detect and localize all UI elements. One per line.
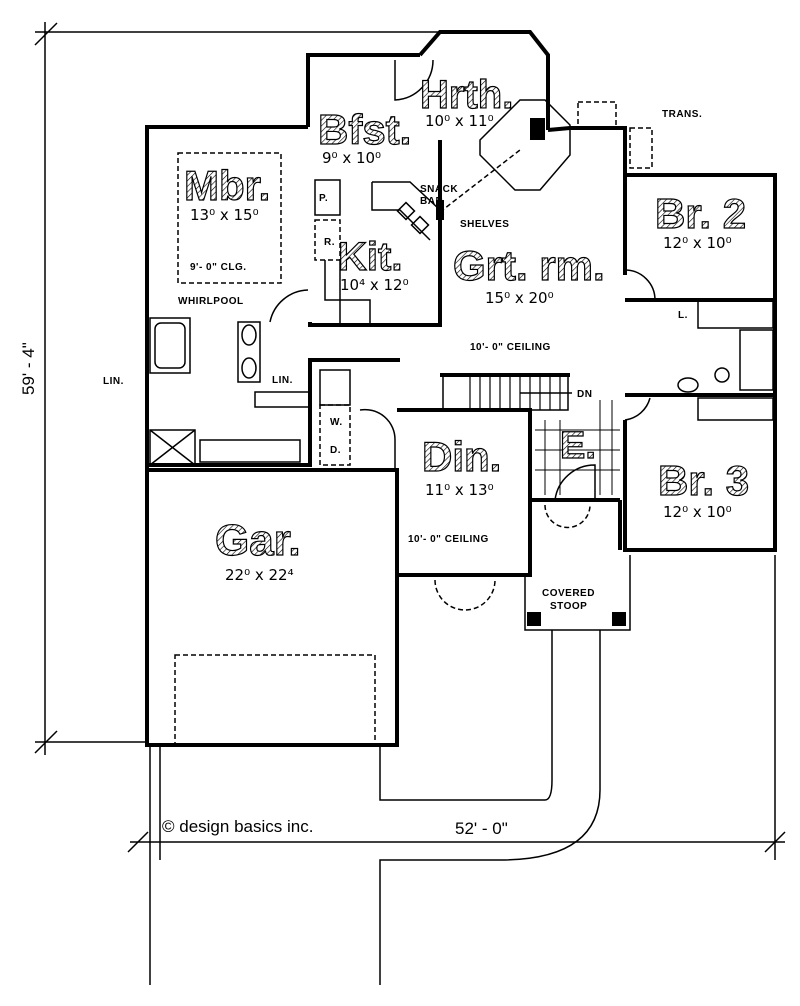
room-master-bedroom: Mbr. 13⁰ x 15⁰ 9'- 0" CLG. bbox=[183, 161, 271, 273]
room-bedroom-2: Br. 2 12⁰ x 10⁰ bbox=[654, 189, 746, 252]
driveway bbox=[379, 630, 601, 985]
washer-label: W. bbox=[330, 417, 343, 428]
width-dimension: 52' - 0" bbox=[455, 819, 508, 838]
svg-text:12⁰ x 10⁰: 12⁰ x 10⁰ bbox=[663, 234, 732, 252]
linen-label: LIN. bbox=[103, 376, 124, 387]
snack-bar-label-2: BAR bbox=[420, 196, 443, 207]
svg-text:Din.: Din. bbox=[422, 433, 501, 480]
shelves-label: SHELVES bbox=[460, 219, 509, 230]
snack-bar-label: SNACK bbox=[420, 184, 458, 195]
svg-text:9'- 0" CLG.: 9'- 0" CLG. bbox=[190, 262, 247, 273]
room-great-room: Grt. rm. 15⁰ x 20⁰ 10'- 0" CEILING bbox=[452, 241, 605, 353]
room-kitchen: Kit. 10⁴ x 12⁰ bbox=[337, 234, 409, 294]
svg-text:Gar.: Gar. bbox=[215, 516, 301, 565]
room-entry: E. bbox=[559, 424, 596, 467]
whirlpool-label: WHIRLPOOL bbox=[178, 296, 244, 307]
trans-label: TRANS. bbox=[662, 109, 702, 120]
room-bedroom-3: Br. 3 12⁰ x 10⁰ bbox=[657, 456, 749, 521]
stairs-down-label: DN bbox=[577, 389, 592, 400]
svg-text:Hrth.: Hrth. bbox=[420, 73, 513, 117]
svg-text:9⁰ x 10⁰: 9⁰ x 10⁰ bbox=[322, 149, 381, 167]
room-garage: Gar. 22⁰ x 22⁴ bbox=[214, 515, 301, 584]
copyright: © design basics inc. bbox=[162, 817, 313, 836]
svg-text:Bfst.: Bfst. bbox=[318, 106, 411, 153]
svg-text:10⁴ x 12⁰: 10⁴ x 12⁰ bbox=[340, 276, 409, 294]
svg-text:Grt. rm.: Grt. rm. bbox=[453, 242, 605, 289]
room-breakfast: Bfst. 9⁰ x 10⁰ bbox=[317, 105, 412, 167]
svg-text:10⁰ x 11⁰: 10⁰ x 11⁰ bbox=[425, 112, 494, 130]
fixtures bbox=[149, 59, 774, 746]
svg-text:13⁰ x 15⁰: 13⁰ x 15⁰ bbox=[190, 206, 259, 224]
svg-text:Kit.: Kit. bbox=[338, 235, 402, 279]
dryer-label: D. bbox=[330, 445, 341, 456]
room-dining: Din. 11⁰ x 13⁰ 10'- 0" CEILING bbox=[408, 432, 502, 545]
dimension-lines bbox=[34, 22, 786, 985]
svg-text:Mbr.: Mbr. bbox=[184, 162, 270, 209]
walls bbox=[145, 30, 777, 747]
svg-text:10'- 0" CEILING: 10'- 0" CEILING bbox=[470, 342, 551, 353]
svg-text:11⁰ x 13⁰: 11⁰ x 13⁰ bbox=[425, 481, 494, 499]
linen-label-2: LIN. bbox=[272, 375, 293, 386]
svg-text:22⁰ x 22⁴: 22⁰ x 22⁴ bbox=[225, 566, 294, 584]
svg-text:Br. 2: Br. 2 bbox=[655, 190, 746, 237]
refrigerator-label: R. bbox=[324, 237, 335, 248]
svg-text:E.: E. bbox=[560, 425, 596, 467]
svg-text:15⁰ x 20⁰: 15⁰ x 20⁰ bbox=[485, 289, 554, 307]
covered-stoop-label-2: STOOP bbox=[550, 601, 587, 612]
svg-text:10'- 0" CEILING: 10'- 0" CEILING bbox=[408, 534, 489, 545]
svg-text:12⁰ x 10⁰: 12⁰ x 10⁰ bbox=[663, 503, 732, 521]
room-hearth: Hrth. 10⁰ x 11⁰ bbox=[419, 72, 514, 130]
covered-stoop-label: COVERED bbox=[542, 588, 595, 599]
depth-dimension: 59' - 4" bbox=[19, 342, 38, 395]
pantry-label: P. bbox=[319, 193, 328, 204]
linen-label-3: L. bbox=[678, 310, 688, 321]
svg-text:Br. 3: Br. 3 bbox=[658, 457, 749, 504]
